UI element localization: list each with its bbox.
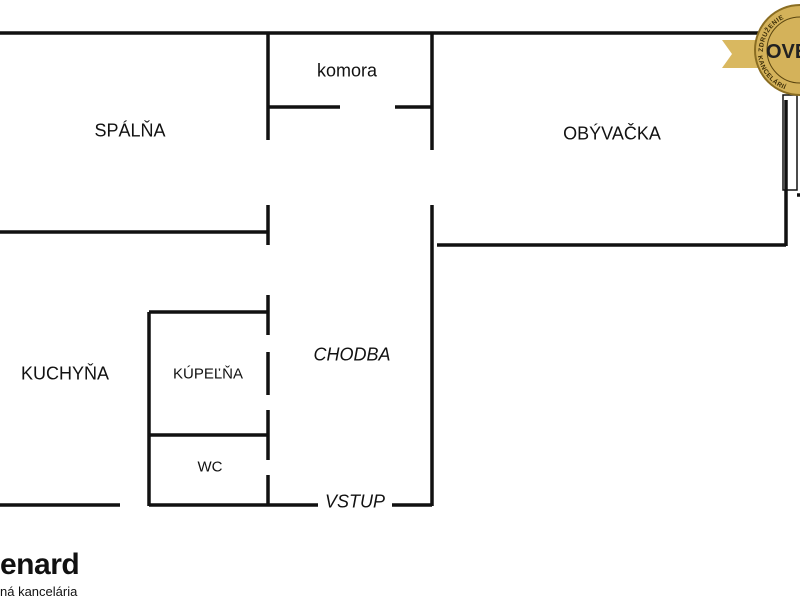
room-label-living: OBÝVAČKA [563, 123, 661, 144]
room-label-wc: WC [197, 458, 223, 476]
company-tagline: ná kancelária [0, 584, 78, 599]
company-logo: enard [0, 548, 80, 581]
badge-main-text: OVE [766, 41, 800, 63]
walls [0, 31, 800, 507]
room-label-storage: komora [316, 60, 378, 81]
room-label-kitchen: KUCHYŇA [20, 363, 110, 384]
room-label-hall: CHODBA [313, 344, 391, 365]
verified-badge: ZDRUŽENIE KANCELÁRIÍ OVE [722, 4, 800, 96]
room-label-bedroom: SPÁLŇA [94, 120, 166, 141]
room-label-bathroom: KÚPEĽŇA [172, 365, 244, 383]
entrance-label: VSTUP [321, 491, 389, 513]
